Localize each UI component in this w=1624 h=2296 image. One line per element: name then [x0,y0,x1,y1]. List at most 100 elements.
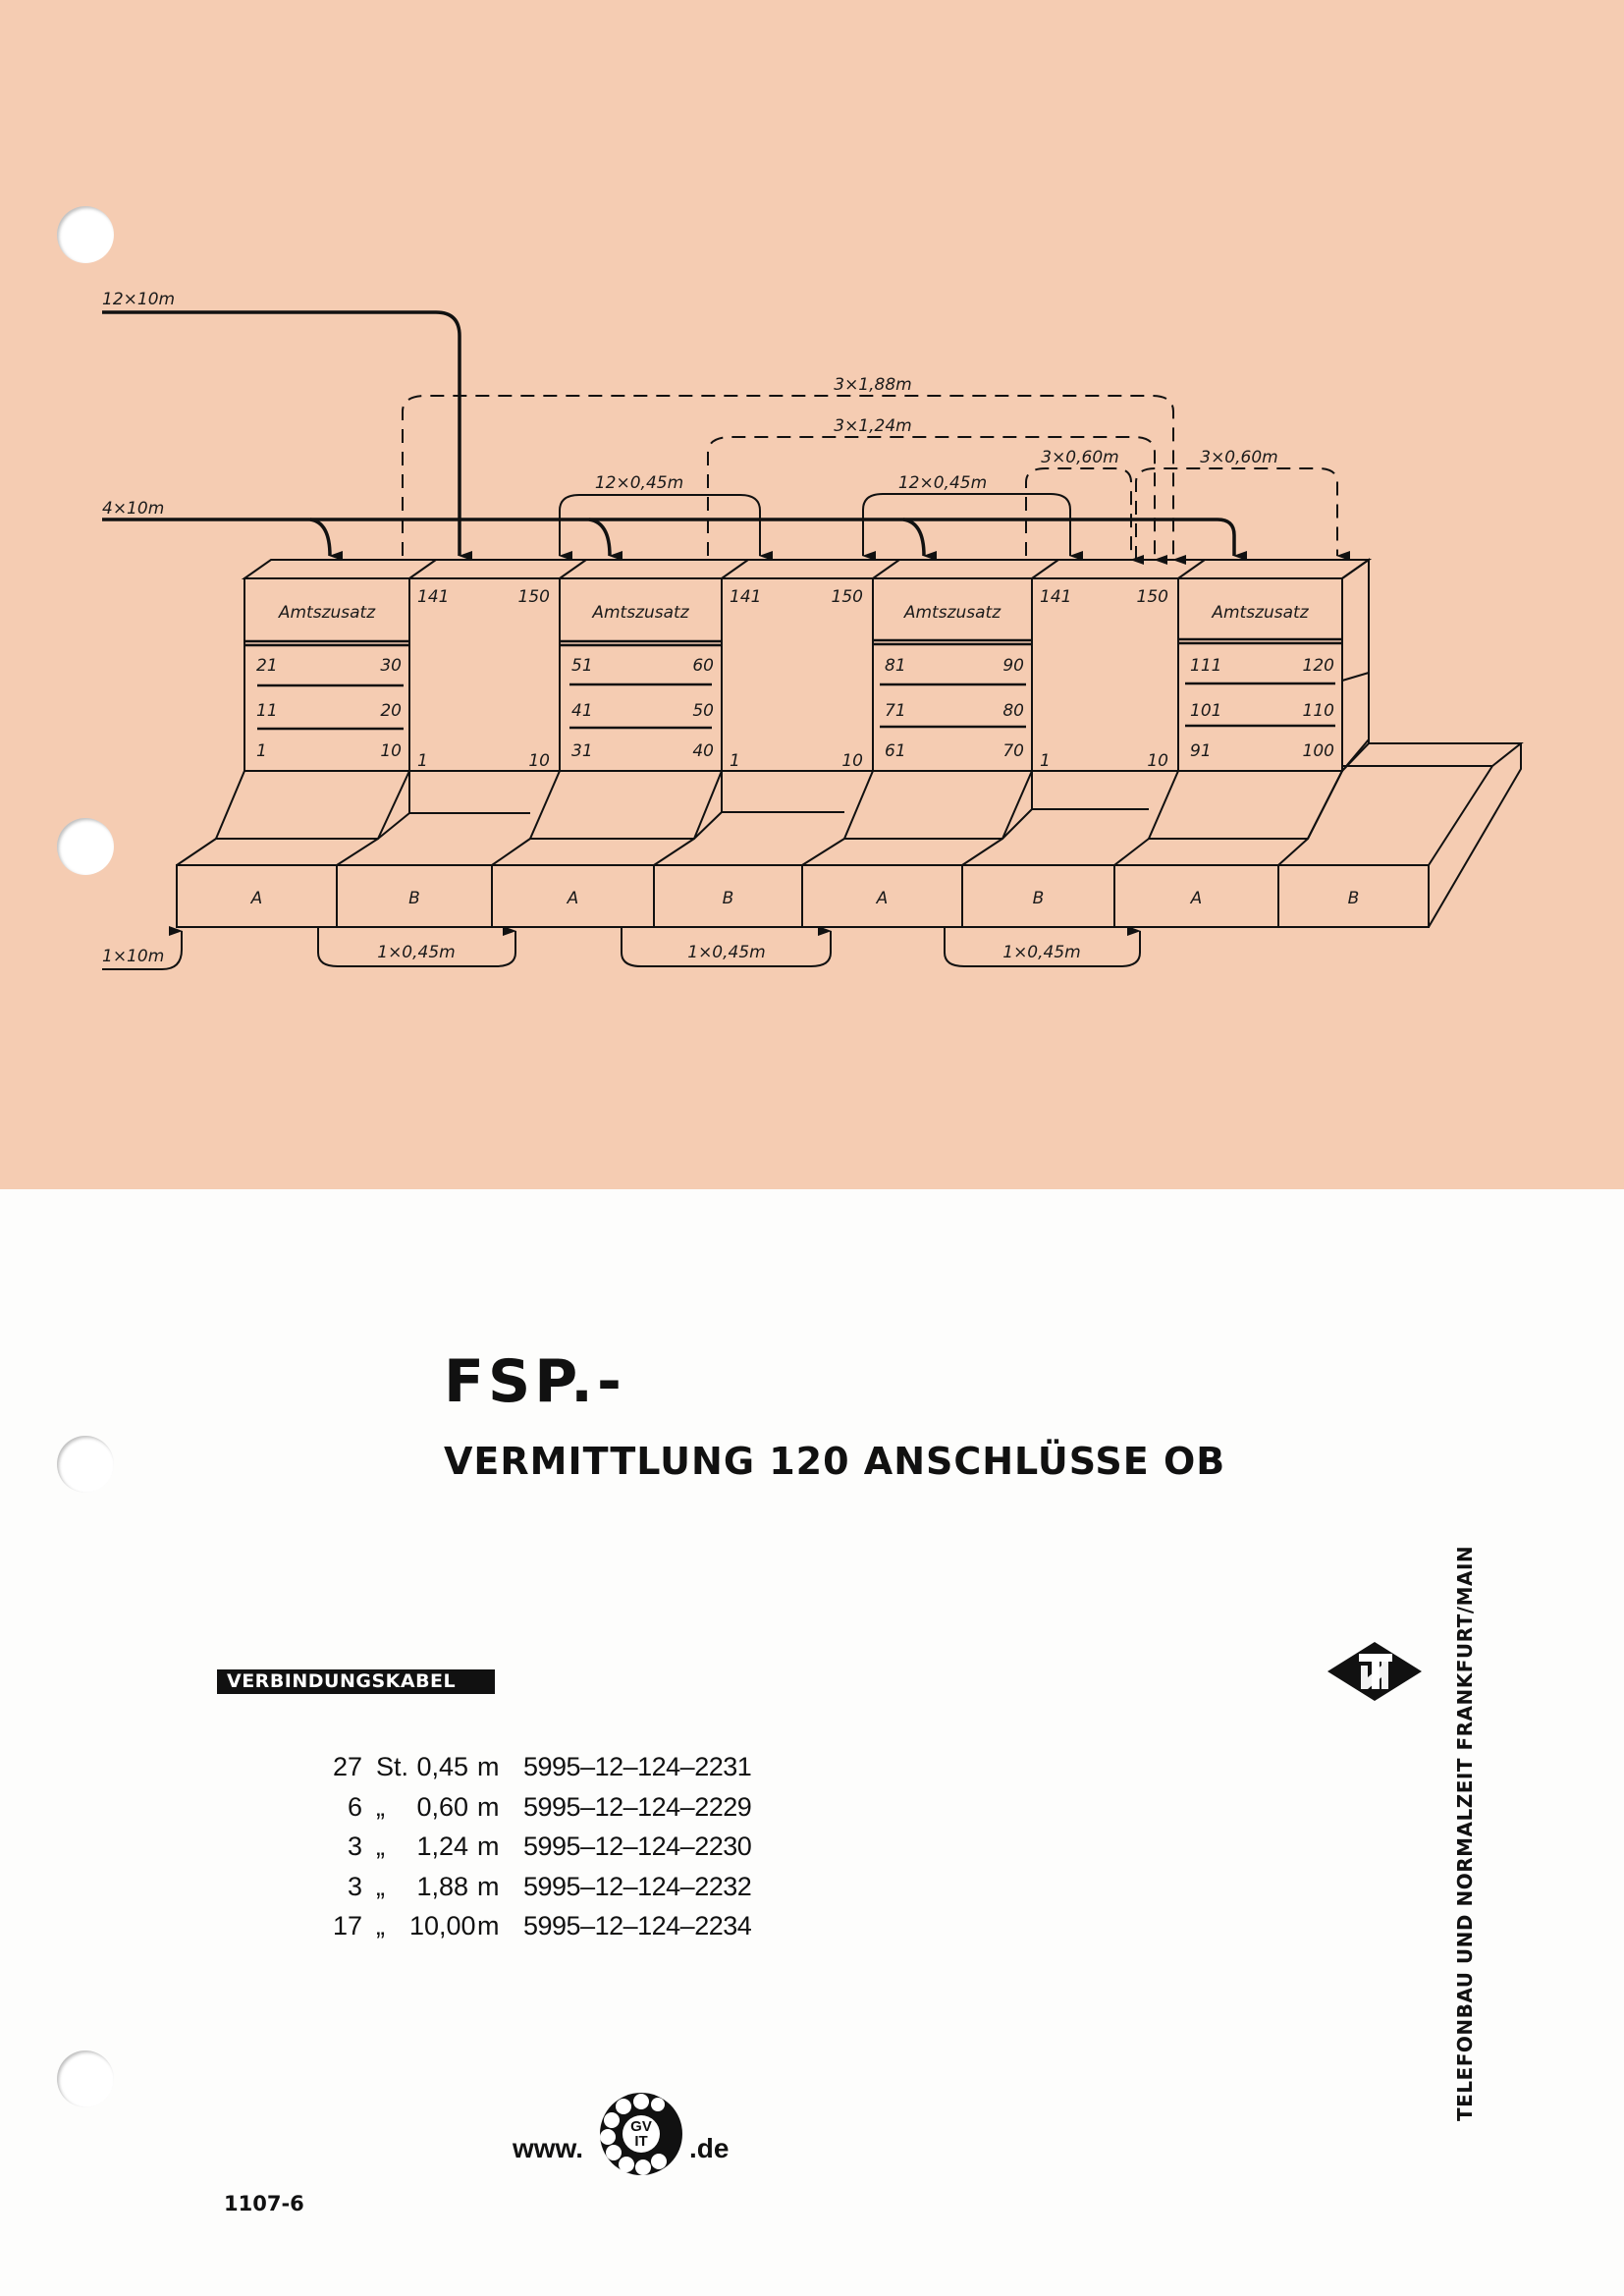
svg-text:IT: IT [634,2133,647,2150]
desk-label-a: A [1190,889,1203,908]
bay-range-end: 10 [528,751,550,771]
bay-range-end: 150 [1137,587,1168,607]
cable-length-unit: m [477,1831,500,1861]
bay-range-end: 10 [1147,751,1168,771]
line-range-start: 71 [885,701,906,721]
cable-label-1x045m-2: 1×0,45m [687,943,765,962]
tn-diamond-icon [1327,1642,1422,1701]
cable-label-12x045m-1: 12×0,45m [595,473,683,493]
line-range-end: 10 [380,741,402,761]
cable-dashed-060-2 [1135,467,1350,561]
desk-label-a: A [250,889,263,908]
cable-length: 0,45 [416,1752,468,1781]
line-range-start: 21 [256,656,278,676]
desk-label-a: A [876,889,889,908]
cable-12x10m [102,310,472,561]
cable-label-4x10m: 4×10m [102,499,164,519]
desk-link-2 [621,926,832,967]
cable-unit: „ [376,1871,385,1901]
line-range-start: 111 [1190,656,1221,676]
punch-hole [57,818,114,875]
cable-label-3x188m: 3×1,88m [834,375,911,395]
line-range-end: 100 [1303,741,1334,761]
line-range-start: 81 [885,656,906,676]
tower-front [244,577,1343,772]
desk-label-b: B [1348,889,1360,908]
bay-range-start: 1 [1040,751,1051,771]
diagram-background [0,0,1624,1189]
cable-list-heading: VERBINDUNGSKABEL [217,1669,495,1694]
line-range-end: 30 [380,656,402,676]
cable-unit: „ [376,1831,385,1861]
cable-label-12x045m-2: 12×0,45m [898,473,987,493]
title-fsp: FSP.- [444,1347,625,1416]
gvit-logo: www. GV IT .de [513,2090,738,2178]
cable-label-12x10m: 12×10m [102,290,175,309]
punch-hole [57,2050,114,2107]
cable-length-unit: m [477,1871,500,1901]
cable-label-3x060m-2: 3×0,60m [1200,448,1277,467]
line-range-start: 31 [571,741,593,761]
line-range-start: 91 [1190,741,1212,761]
line-range-end: 70 [1002,741,1024,761]
cable-part-number: 5995–12–124–2234 [523,1911,752,1941]
module-label-amtszusatz: Amtszusatz [591,603,689,623]
cable-length: 1,24 [416,1831,468,1861]
bay-range-start: 1 [730,751,740,771]
desk-label-b: B [723,889,734,908]
cable-label-3x124m: 3×1,24m [834,416,911,436]
bay-range-start: 141 [417,587,449,607]
bay-range-start: 1 [417,751,428,771]
line-range-start: 41 [571,701,593,721]
desk-link-1 [317,926,516,967]
cable-qty: 27 [332,1752,362,1781]
line-range-start: 51 [571,656,593,676]
cable-length-unit: m [477,1752,500,1781]
cable-part-number: 5995–12–124–2230 [523,1831,752,1861]
bay-range-end: 150 [832,587,863,607]
cable-unit: „ [376,1911,385,1941]
cable-loop-12x045-1 [559,494,773,561]
cable-part-number: 5995–12–124–2229 [523,1791,752,1822]
line-range-end: 120 [1303,656,1334,676]
line-range-start: 1 [256,741,267,761]
line-range-end: 110 [1303,701,1334,721]
bay-range-start: 141 [1040,587,1071,607]
cable-length-unit: m [477,1911,500,1941]
cable-dashed-060-1 [1025,467,1144,565]
line-range-end: 60 [692,656,714,676]
cable-dashed-188 [402,395,1186,565]
rotary-dial-icon: GV IT [600,2093,682,2175]
gvit-suffix: .de [689,2133,730,2163]
cable-label-1x10m: 1×10m [102,947,164,966]
line-range-start: 101 [1190,701,1221,721]
punch-hole [57,1436,114,1493]
module-label-amtszusatz: Amtszusatz [278,603,376,623]
cable-loop-12x045-2 [862,493,1083,561]
line-range-end: 90 [1002,656,1024,676]
cable-qty: 17 [332,1911,362,1941]
svg-text:GV: GV [630,2118,652,2135]
desk-label-b: B [408,889,420,908]
cable-4x10m [102,518,1247,561]
switchboard-cabling-diagram: 12×10m 4×10m 1×10m 3×1,88m 3×1,24m 3×0,60m 3×0… [102,290,1524,970]
title-subtitle: VERMITTLUNG 120 ANSCHLÜSSE OB [444,1440,1226,1483]
line-range-end: 50 [692,701,714,721]
module-label-amtszusatz: Amtszusatz [1211,603,1309,623]
company-name: TELEFONBAU UND NORMALZEIT FRANKFURT/MAIN [1453,1545,1477,2121]
document-number: 1107-6 [224,2192,304,2215]
punch-hole [57,206,114,263]
desk-label-a: A [567,889,579,908]
cable-qty: 3 [347,1871,362,1901]
line-range-end: 40 [692,741,714,761]
bay-range-end: 10 [841,751,863,771]
bay-range-end: 150 [518,587,550,607]
gvit-prefix: www. [513,2133,584,2163]
cable-1x10m [102,926,183,970]
cable-length-unit: m [477,1791,500,1822]
line-range-start: 11 [256,701,278,721]
module-label-amtszusatz: Amtszusatz [903,603,1001,623]
bay-range-start: 141 [730,587,761,607]
cable-label-3x060m-1: 3×0,60m [1041,448,1118,467]
line-range-end: 80 [1002,701,1024,721]
